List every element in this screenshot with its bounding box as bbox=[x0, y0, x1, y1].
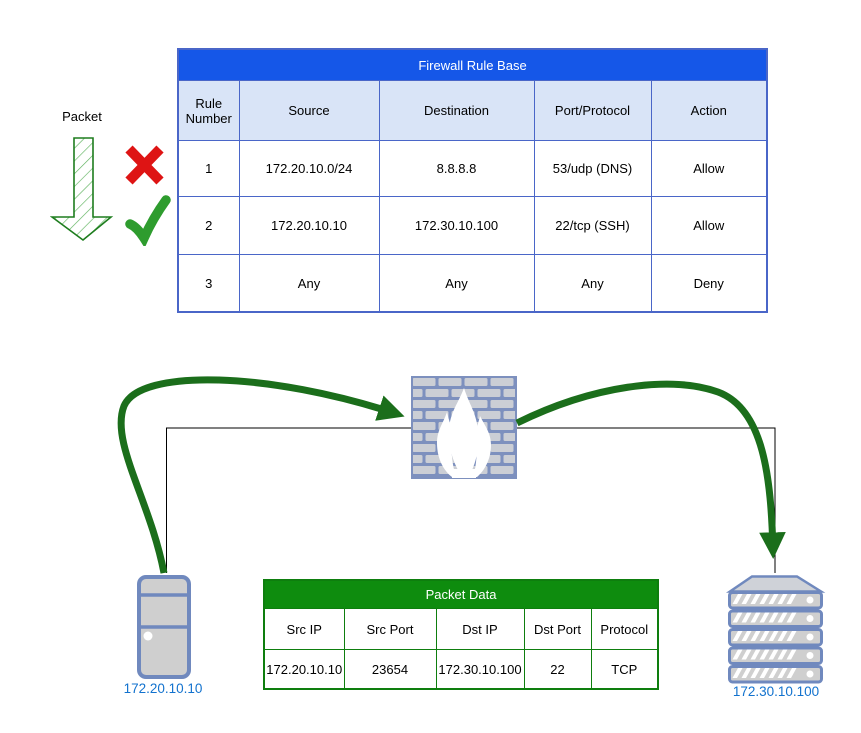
cell: 22/tcp (SSH) bbox=[533, 196, 652, 255]
table-row: 1 172.20.10.0/24 8.8.8.8 53/udp (DNS) Al… bbox=[177, 140, 768, 197]
table-row: 172.20.10.10 23654 172.30.10.100 22 TCP bbox=[263, 649, 659, 690]
table-row: 3 Any Any Any Deny bbox=[177, 254, 768, 313]
col-header-src-ip: Src IP bbox=[263, 608, 345, 650]
cell: 22 bbox=[523, 649, 592, 690]
packet-down-arrow-icon bbox=[50, 137, 114, 242]
firewall-brick-flame-icon bbox=[411, 376, 517, 479]
cell: 8.8.8.8 bbox=[378, 140, 535, 197]
cell: 172.30.10.100 bbox=[435, 649, 525, 690]
cell: TCP bbox=[590, 649, 659, 690]
flow-arrow-source-to-firewall bbox=[117, 376, 405, 574]
col-header-destination: Destination bbox=[378, 80, 535, 141]
cell: Any bbox=[378, 254, 535, 313]
packet-label: Packet bbox=[62, 109, 102, 124]
cell: 23654 bbox=[343, 649, 437, 690]
cell: Allow bbox=[650, 196, 768, 255]
table-row: 2 172.20.10.10 172.30.10.100 22/tcp (SSH… bbox=[177, 196, 768, 255]
cell: Allow bbox=[650, 140, 768, 197]
cell: 1 bbox=[177, 140, 240, 197]
cell: 172.20.10.10 bbox=[263, 649, 345, 690]
col-header-dst-port: Dst Port bbox=[523, 608, 592, 650]
tower-server-icon bbox=[137, 575, 191, 679]
source-server-label: 172.20.10.10 bbox=[123, 681, 203, 696]
cell: Deny bbox=[650, 254, 768, 313]
col-header-src-port: Src Port bbox=[343, 608, 437, 650]
firewall-rule-table: Firewall Rule Base Rule Number Source De… bbox=[177, 48, 768, 313]
cell: 172.20.10.10 bbox=[238, 196, 380, 255]
col-header-dst-ip: Dst IP bbox=[435, 608, 525, 650]
col-header-protocol: Protocol bbox=[590, 608, 659, 650]
firewall-table-title: Firewall Rule Base bbox=[177, 48, 768, 81]
check-mark-icon bbox=[125, 195, 171, 246]
col-header-source: Source bbox=[238, 80, 380, 141]
cell: 2 bbox=[177, 196, 240, 255]
x-mark-icon bbox=[125, 145, 164, 185]
cell: 3 bbox=[177, 254, 240, 313]
flow-arrow-firewall-to-destination bbox=[515, 380, 786, 559]
col-header-action: Action bbox=[650, 80, 768, 141]
col-header-port-protocol: Port/Protocol bbox=[533, 80, 652, 141]
rack-server-icon bbox=[725, 575, 826, 685]
cell: 53/udp (DNS) bbox=[533, 140, 652, 197]
flame-icon bbox=[437, 388, 491, 478]
cell: 172.30.10.100 bbox=[378, 196, 535, 255]
packet-data-table: Packet Data Src IP Src Port Dst IP Dst P… bbox=[263, 579, 660, 690]
cell: Any bbox=[533, 254, 652, 313]
packet-table-title: Packet Data bbox=[263, 579, 659, 609]
cell: Any bbox=[238, 254, 380, 313]
cell: 172.20.10.0/24 bbox=[238, 140, 380, 197]
destination-server-label: 172.30.10.100 bbox=[732, 684, 820, 699]
col-header-rule-number: Rule Number bbox=[177, 80, 240, 141]
